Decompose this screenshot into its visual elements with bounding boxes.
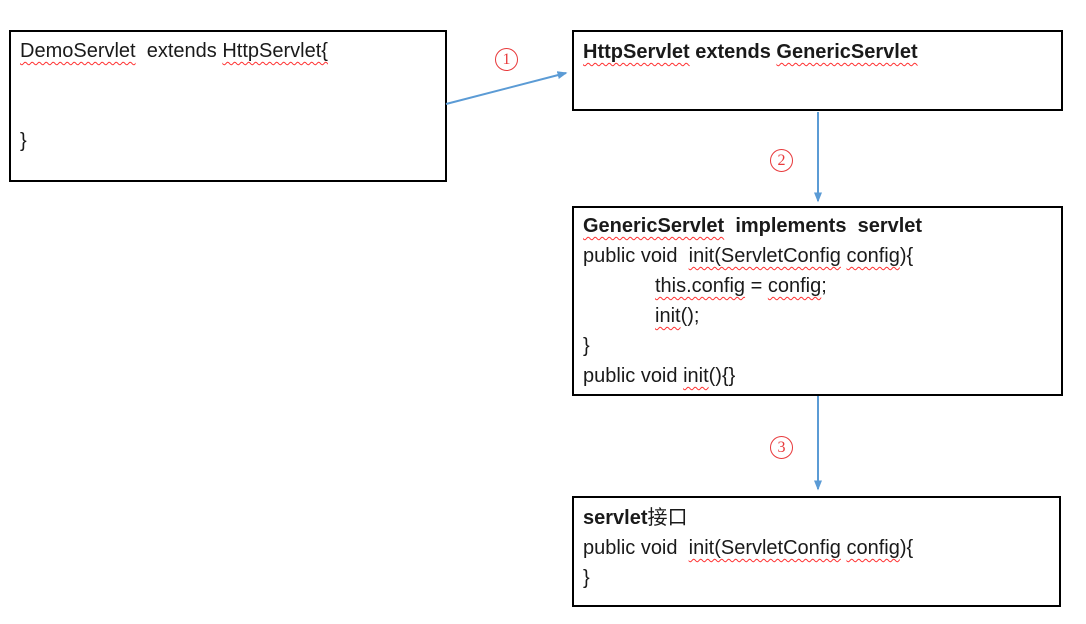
code-line: } [583, 563, 1053, 593]
interface-cjk-label: 接口 [647, 507, 688, 529]
code-token: public void [583, 245, 689, 267]
empty-line [20, 66, 439, 96]
code-token: } [20, 130, 27, 152]
code-token: HttpServlet{ [222, 40, 328, 62]
code-line: public void init(){} [583, 361, 1055, 391]
code-line: servlet接口 [583, 503, 1053, 533]
servlet-interface-box: servlet接口 public void init(ServletConfig… [572, 496, 1061, 607]
step-1-badge: 1 [495, 48, 518, 71]
code-token: init(ServletConfig [688, 537, 841, 559]
step-3-badge: 3 [770, 436, 793, 459]
code-token: extends [689, 41, 777, 63]
code-token: config [846, 537, 900, 559]
empty-line [20, 96, 439, 126]
code-line: public void init(ServletConfig config){ [583, 241, 1055, 271]
code-line: DemoServlet extends HttpServlet{ [20, 36, 439, 66]
code-line: } [20, 126, 439, 156]
code-token: ){ [899, 245, 914, 267]
code-token: servlet [583, 507, 648, 529]
code-token: public void [583, 365, 684, 387]
code-token: (); [680, 305, 700, 327]
code-token: init [683, 365, 709, 387]
code-token: GenericServlet [583, 215, 725, 237]
code-line: HttpServlet extends GenericServlet [583, 37, 1055, 67]
code-token: = [745, 275, 768, 297]
code-token: ; [821, 275, 827, 297]
code-token: DemoServlet [20, 40, 136, 62]
code-line: } [583, 331, 1055, 361]
arrow-1-connector [445, 71, 568, 105]
code-line: public void init(ServletConfig config){ [583, 533, 1053, 563]
code-line: this.config = config; [583, 271, 1055, 301]
code-token: config [846, 245, 900, 267]
code-token: implements servlet [724, 215, 923, 237]
httpservlet-class-box: HttpServlet extends GenericServlet [572, 30, 1063, 111]
code-token: } [583, 567, 590, 589]
code-token: extends [135, 40, 223, 62]
code-token: HttpServlet [583, 41, 690, 63]
code-token: } [583, 335, 590, 357]
step-3-number: 3 [777, 438, 786, 456]
code-token: ){ [899, 537, 914, 559]
step-2-number: 2 [777, 151, 786, 169]
step-1-number: 1 [502, 50, 511, 68]
code-token: public void [583, 537, 689, 559]
code-token: config [767, 275, 822, 297]
code-line: GenericServlet implements servlet [583, 211, 1055, 241]
code-line: init(); [583, 301, 1055, 331]
demoservlet-class-box: DemoServlet extends HttpServlet{ } [9, 30, 447, 182]
step-2-badge: 2 [770, 149, 793, 172]
code-token: init [655, 305, 681, 327]
code-token: GenericServlet [776, 41, 918, 63]
genericservlet-class-box: GenericServlet implements servlet public… [572, 206, 1063, 396]
code-token: (){} [708, 365, 736, 387]
code-token: this.config [655, 275, 746, 297]
code-token: init(ServletConfig [688, 245, 841, 267]
